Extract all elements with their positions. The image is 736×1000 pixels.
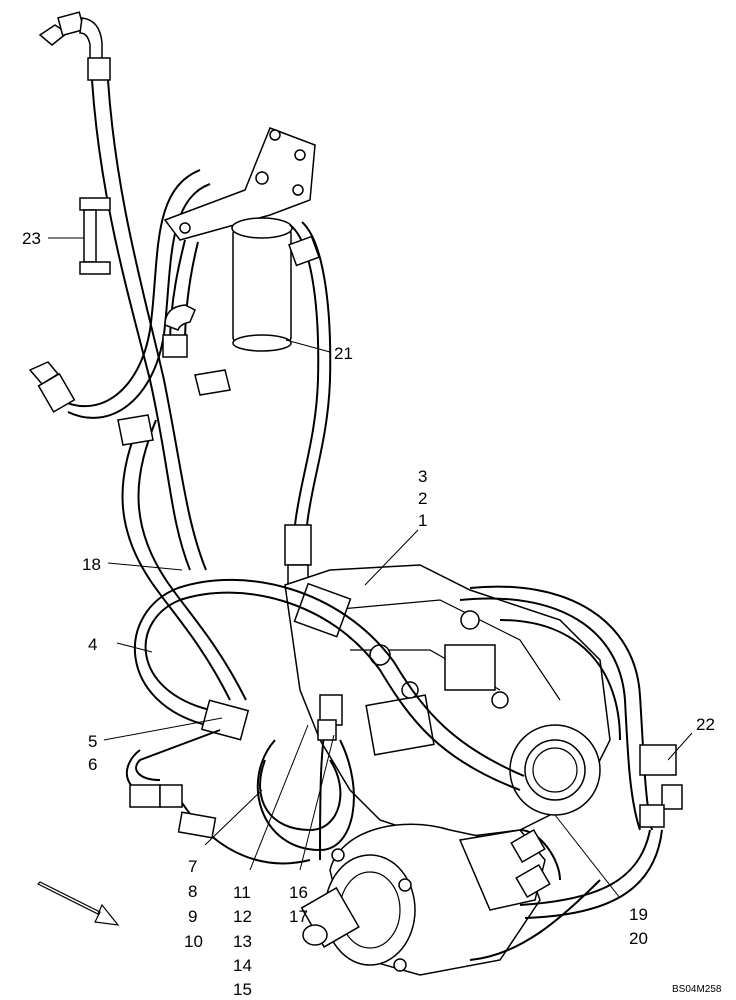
callout-3: 3	[418, 467, 428, 486]
direction-arrow	[36, 881, 120, 926]
callout-16: 16	[289, 883, 308, 902]
callout-15: 15	[233, 980, 252, 999]
hydraulic-filter	[231, 217, 293, 352]
callout-4: 4	[88, 635, 98, 654]
drive-motor	[300, 823, 546, 976]
callout-11: 11	[233, 883, 251, 902]
callout-8: 8	[188, 882, 198, 901]
callout-14: 14	[233, 956, 252, 975]
filter-mounting-bracket	[163, 127, 316, 241]
callout-13: 13	[233, 932, 252, 951]
callout-2: 2	[418, 489, 428, 508]
upper-left-fitting	[38, 11, 111, 81]
callout-18: 18	[82, 555, 101, 574]
elbow-fitting-upper	[162, 304, 196, 358]
callout-9: 9	[188, 907, 198, 926]
callout-17: 17	[289, 907, 308, 926]
callout-22: 22	[696, 715, 715, 734]
pump-assembly	[284, 564, 611, 841]
callout-6: 6	[88, 755, 98, 774]
callout-10: 10	[184, 932, 203, 951]
callout-19: 19	[629, 905, 648, 924]
right-tee-fitting	[639, 744, 683, 828]
callout-12: 12	[233, 907, 252, 926]
callout-5: 5	[88, 732, 98, 751]
callout-23: 23	[22, 229, 41, 248]
drawing-reference-number: BS04M258	[672, 984, 722, 995]
left-elbow-fitting	[28, 361, 76, 413]
callout-20: 20	[629, 929, 648, 948]
callout-7: 7	[188, 857, 198, 876]
callout-1: 1	[418, 511, 428, 530]
callout-21: 21	[334, 344, 353, 363]
link-rod	[79, 197, 111, 275]
